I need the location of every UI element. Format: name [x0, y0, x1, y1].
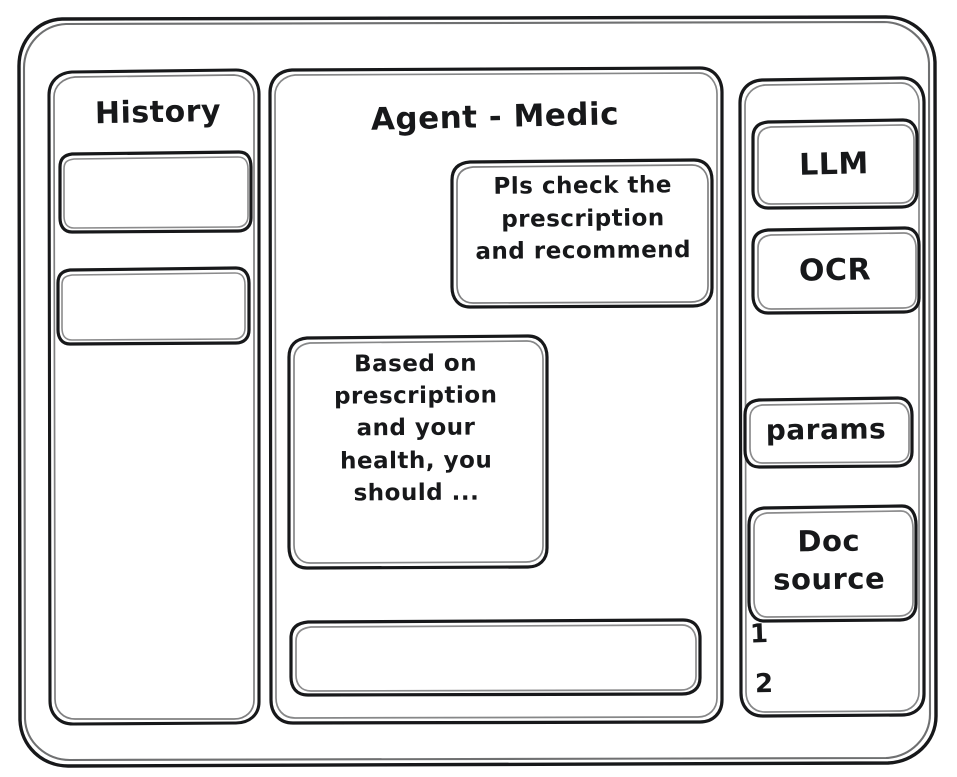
history-item-1[interactable] [60, 152, 252, 233]
params-button[interactable] [745, 398, 913, 468]
history-item-2[interactable] [58, 268, 250, 345]
composer-input[interactable] [291, 620, 701, 696]
ocr-button[interactable] [753, 228, 920, 314]
assistant-message-bubble [289, 336, 548, 569]
llm-button[interactable] [753, 120, 918, 209]
user-message-bubble [452, 160, 713, 308]
doc-source-button[interactable] [749, 506, 917, 622]
